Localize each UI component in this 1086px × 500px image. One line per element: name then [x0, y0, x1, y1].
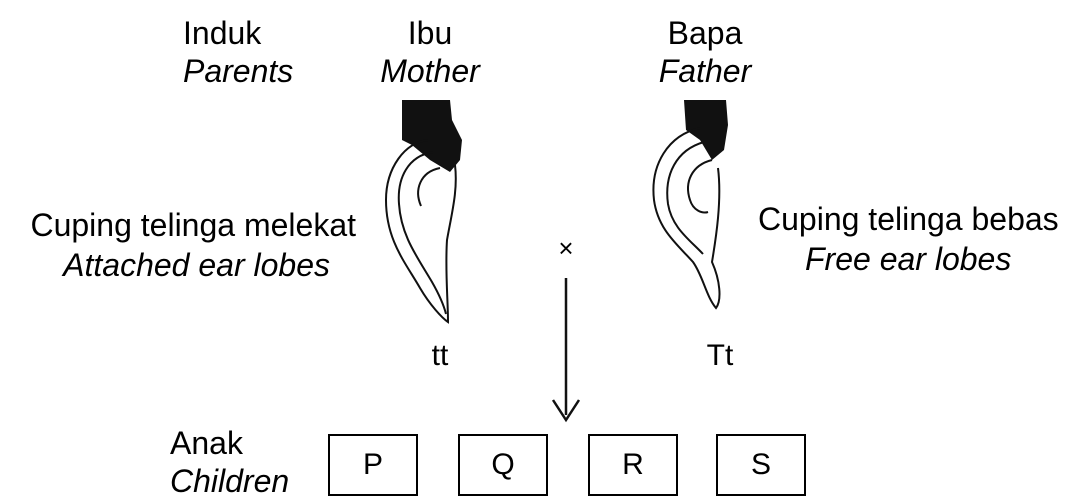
father-ear-icon	[652, 100, 728, 310]
father-genotype: Tt	[706, 339, 734, 372]
child-box-s: S	[716, 434, 806, 496]
mother-ear-icon	[384, 100, 462, 324]
children-label-en: Children	[170, 463, 290, 499]
mother-label-en: Mother	[380, 53, 480, 89]
cross-arrow	[551, 278, 581, 423]
father-trait-ms: Cuping telinga bebas	[758, 201, 1059, 237]
mother-trait-en: Attached ear lobes	[63, 247, 330, 283]
father-label-en: Father	[658, 53, 752, 89]
child-box-p: P	[328, 434, 418, 496]
parents-label-ms: Induk	[183, 15, 262, 51]
father-trait-en: Free ear lobes	[805, 241, 1012, 277]
parents-label-en: Parents	[183, 53, 294, 89]
cross-symbol: ×	[558, 233, 574, 263]
mother-label-ms: Ibu	[407, 15, 453, 51]
child-box-q: Q	[458, 434, 548, 496]
mother-trait-ms: Cuping telinga melekat	[30, 207, 356, 243]
children-label-ms: Anak	[170, 425, 243, 461]
mother-genotype: tt	[431, 339, 449, 372]
child-box-r: R	[588, 434, 678, 496]
father-label-ms: Bapa	[667, 15, 743, 51]
